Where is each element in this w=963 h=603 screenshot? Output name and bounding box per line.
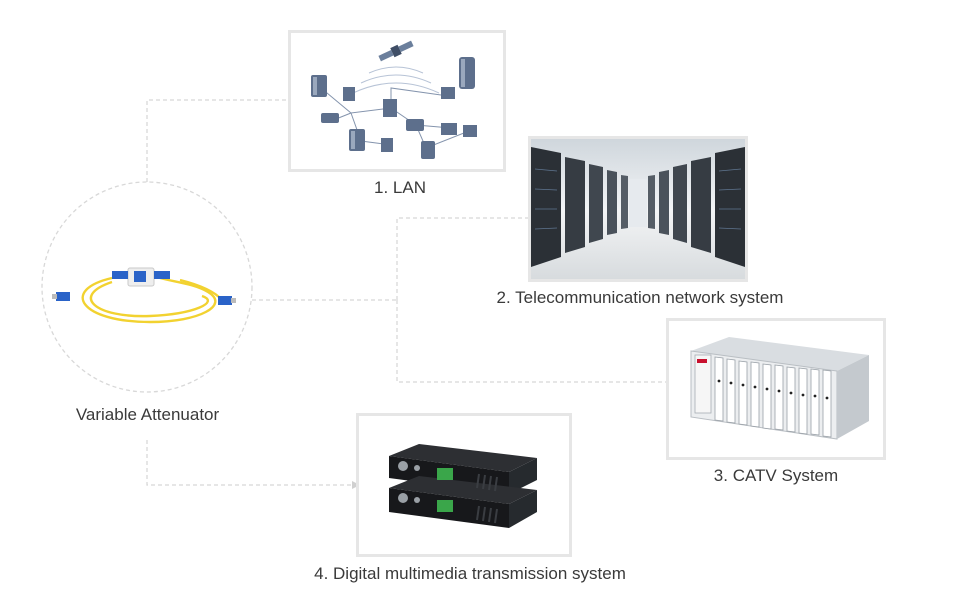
server-room-icon — [531, 139, 745, 279]
catv-image-frame — [666, 318, 886, 460]
source-label: Variable Attenuator — [75, 405, 220, 424]
catv-label: 3. CATV System — [713, 466, 839, 485]
telecom-label: 2. Telecommunication network system — [496, 288, 784, 307]
multimedia-image-frame — [356, 413, 572, 557]
connector-to-catv — [396, 300, 666, 383]
lan-topology-icon — [291, 33, 503, 169]
connector-to-multimedia — [146, 440, 352, 486]
media-converter-icon — [359, 416, 569, 554]
lan-image-frame — [288, 30, 506, 172]
connector-to-telecom — [396, 217, 528, 300]
connector-to-lan — [146, 99, 288, 182]
telecom-image-frame — [528, 136, 748, 282]
catv-chassis-icon — [669, 321, 883, 457]
source-circle — [41, 181, 253, 393]
multimedia-label: 4. Digital multimedia transmission syste… — [314, 564, 626, 583]
lan-label: 1. LAN — [374, 178, 426, 197]
